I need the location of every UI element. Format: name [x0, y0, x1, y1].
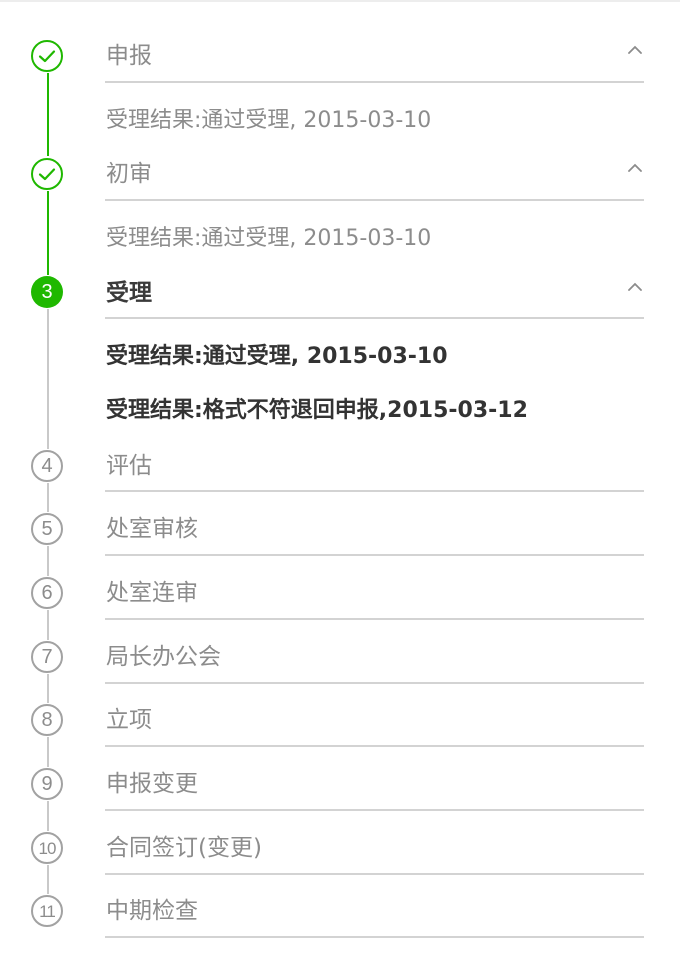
chevron-up-icon[interactable]	[627, 282, 643, 292]
step-node-9: 9	[31, 768, 63, 800]
step-node-3: 3	[31, 276, 63, 308]
step-number: 8	[41, 709, 53, 731]
step-node-5: 5	[31, 513, 63, 545]
step-number: 3	[41, 281, 53, 303]
step-node-10: 10	[31, 832, 63, 864]
step-number: 4	[41, 455, 53, 477]
timeline-connector	[47, 610, 49, 640]
divider	[105, 745, 644, 747]
step-title: 立项	[106, 707, 152, 733]
step-node-6: 6	[31, 577, 63, 609]
step-title: 评估	[106, 453, 152, 479]
timeline-connector	[47, 483, 49, 512]
step-title: 中期检查	[106, 898, 198, 924]
divider	[105, 490, 644, 492]
step-title: 初审	[106, 161, 152, 187]
timeline-connector	[47, 191, 49, 275]
divider	[105, 809, 644, 811]
step-node-8: 8	[31, 704, 63, 736]
step-node-11: 11	[31, 895, 63, 927]
divider	[105, 554, 644, 556]
divider	[105, 317, 644, 319]
step-node-7: 7	[31, 641, 63, 673]
divider	[105, 81, 644, 83]
timeline-connector	[47, 737, 49, 767]
divider	[105, 682, 644, 684]
step-node-4: 4	[31, 450, 63, 482]
step-title: 申报	[106, 43, 152, 69]
step-number: 10	[38, 838, 57, 858]
step-number: 11	[39, 901, 56, 921]
chevron-up-icon[interactable]	[627, 45, 643, 55]
timeline-connector	[47, 674, 49, 703]
divider	[105, 618, 644, 620]
timeline-connector	[47, 73, 49, 156]
timeline-connector	[47, 865, 49, 894]
step-title: 合同签订(变更)	[106, 835, 262, 861]
divider	[105, 873, 644, 875]
step-detail: 受理结果:格式不符退回申报,2015-03-12	[106, 398, 528, 423]
check-icon	[38, 50, 56, 63]
step-number: 5	[41, 518, 53, 540]
divider	[105, 936, 644, 938]
divider	[105, 199, 644, 201]
chevron-up-icon[interactable]	[627, 163, 643, 173]
timeline-connector	[47, 309, 49, 449]
step-title: 处室审核	[106, 516, 198, 542]
step-title: 局长办公会	[106, 644, 221, 670]
top-divider	[0, 0, 680, 2]
step-detail: 受理结果:通过受理, 2015-03-10	[106, 226, 432, 251]
step-number: 7	[41, 646, 53, 668]
step-title: 受理	[106, 280, 152, 306]
step-number: 9	[41, 773, 53, 795]
step-detail: 受理结果:通过受理, 2015-03-10	[106, 108, 432, 133]
step-title: 处室连审	[106, 580, 198, 606]
step-title: 申报变更	[106, 771, 198, 797]
step-node-1	[31, 40, 63, 72]
step-node-2	[31, 158, 63, 190]
timeline-connector	[47, 801, 49, 831]
step-detail: 受理结果:通过受理, 2015-03-10	[106, 344, 448, 369]
timeline-connector	[47, 546, 49, 576]
check-icon	[38, 168, 56, 181]
step-number: 6	[41, 582, 53, 604]
